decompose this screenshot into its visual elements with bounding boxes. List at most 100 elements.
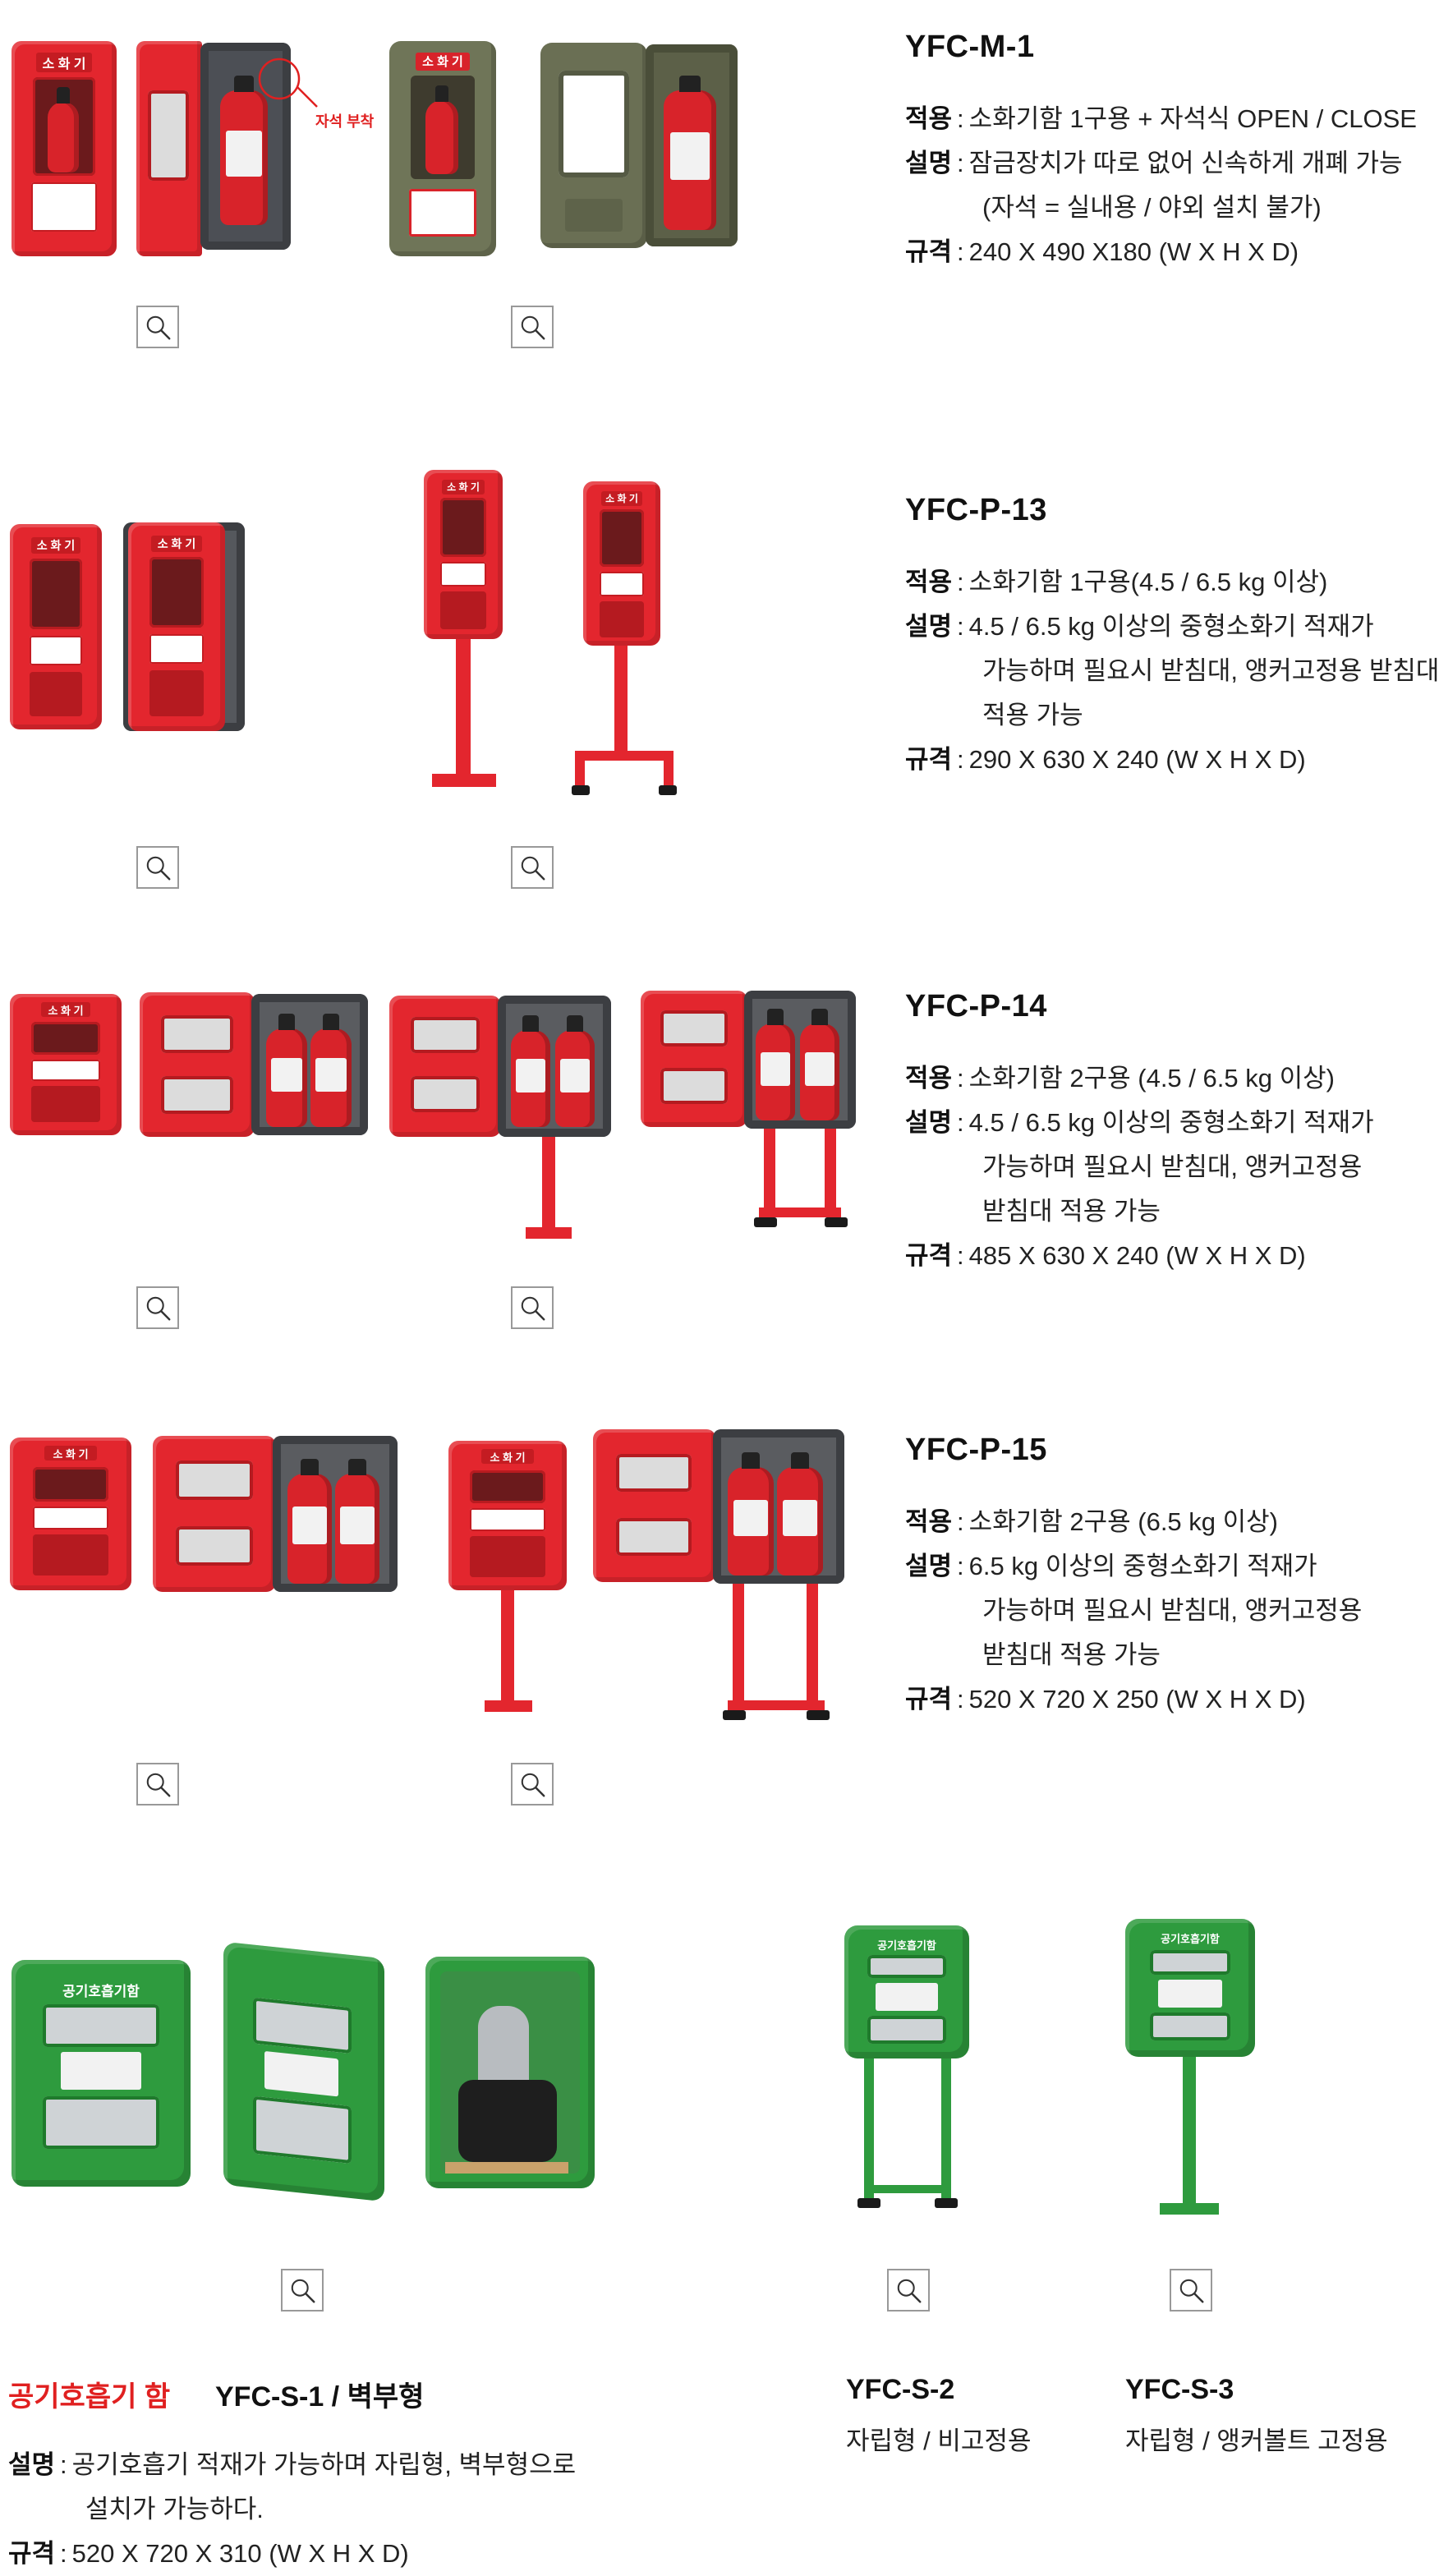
zoom-button[interactable] [887, 2269, 930, 2312]
red-cabinet-angled-image: 소 화 기 [128, 522, 225, 731]
desc-line: 가능하며 필요시 받침대, 앵커고정용 받침대 [982, 656, 1439, 685]
s3-subtitle: 자립형 / 앵커볼트 고정용 [1125, 2426, 1388, 2455]
desc-label: 설명 [905, 612, 953, 641]
olive-cabinet-closed-image: 소 화 기 [389, 41, 496, 256]
magnifier-icon [519, 314, 547, 342]
spec-label: 규격 [905, 1685, 953, 1714]
red-double-cabinet-stand-door-image [593, 1429, 716, 1582]
zoom-button[interactable] [1170, 2269, 1212, 2312]
olive-cabinet-door-image [540, 43, 647, 248]
s1-title: YFC-S-1 / 벽부형 [215, 2381, 425, 2413]
apply-label: 적용 [905, 104, 953, 133]
product-spec: 적용:소화기함 1구용 + 자석식 OPEN / CLOSE 설명:잠금장치가 … [905, 97, 1417, 274]
desc-line: 6.5 kg 이상의 중형소화기 적재가 [968, 1552, 1317, 1580]
desc-line: 공기호흡기 적재가 가능하며 자립형, 벽부형으로 [71, 2450, 577, 2479]
air-category-title: 공기호흡기 함 [8, 2381, 171, 2413]
air-cabinet-tag: 공기호흡기함 [62, 1984, 140, 1999]
zoom-button[interactable] [136, 1763, 179, 1806]
product-spec: 적용:소화기함 1구용(4.5 / 6.5 kg 이상) 설명:4.5 / 6.… [905, 560, 1439, 782]
zoom-button[interactable] [511, 1286, 554, 1329]
zoom-button[interactable] [511, 1763, 554, 1806]
magnet-callout-circle [258, 58, 318, 108]
zoom-button[interactable] [511, 846, 554, 889]
desc-line: 받침대 적용 가능 [982, 1640, 1161, 1669]
extinguisher-image [664, 76, 716, 230]
apply-value: 소화기함 2구용 (6.5 kg 이상) [968, 1507, 1279, 1536]
green-cabinet-open-image [425, 1957, 595, 2188]
spec-value: 520 X 720 X 250 (W X H X D) [968, 1685, 1306, 1714]
magnifier-icon [145, 854, 172, 882]
cabinet-tag: 소 화 기 [41, 1002, 90, 1017]
product-spec: 적용:소화기함 2구용 (6.5 kg 이상) 설명:6.5 kg 이상의 중형… [905, 1500, 1362, 1722]
zoom-button[interactable] [136, 846, 179, 889]
zoom-button[interactable] [511, 306, 554, 348]
apply-label: 적용 [905, 568, 953, 596]
magnifier-icon [145, 1295, 172, 1322]
red-cabinet-front-image: 소 화 기 [10, 524, 102, 729]
desc-line: 4.5 / 6.5 kg 이상의 중형소화기 적재가 [968, 1108, 1374, 1137]
red-double-cabinet-stand-door-image [389, 996, 501, 1137]
air-cabinet-tag: 공기호흡기함 [1161, 1933, 1220, 1945]
apply-value: 소화기함 1구용 + 자석식 OPEN / CLOSE [968, 104, 1417, 133]
apply-value: 소화기함 1구용(4.5 / 6.5 kg 이상) [968, 568, 1328, 596]
extinguisher-image [220, 76, 268, 225]
red-cabinet-closed-image: 소 화 기 [11, 41, 117, 256]
spec-value: 485 X 630 X 240 (W X H X D) [968, 1241, 1306, 1270]
s2-title: YFC-S-2 [846, 2374, 955, 2405]
product-model: YFC-P-15 [905, 1433, 1047, 1467]
zoom-button[interactable] [136, 306, 179, 348]
product-spec: 적용:소화기함 2구용 (4.5 / 6.5 kg 이상) 설명:4.5 / 6… [905, 1056, 1374, 1278]
red-double-cabinet-stand-door-image [641, 991, 747, 1127]
cabinet-tag: 소 화 기 [151, 536, 202, 552]
desc-line: (자석 = 실내용 / 야외 설치 불가) [982, 193, 1322, 222]
spec-label: 규격 [905, 237, 953, 266]
cabinet-tag: 소 화 기 [442, 480, 485, 494]
red-cabinet-stand-image: 소 화 기 [424, 470, 503, 639]
cabinet-tag: 소 화 기 [601, 491, 642, 506]
product-model: YFC-P-14 [905, 989, 1047, 1024]
desc-line: 가능하며 필요시 받침대, 앵커고정용 [982, 1596, 1363, 1625]
magnifier-icon [519, 1771, 547, 1799]
magnifier-icon [145, 1771, 172, 1799]
green-cabinet-angled-image [223, 1941, 384, 2202]
red-double-cabinet-door-image [153, 1436, 276, 1592]
spec-label: 규격 [905, 1241, 953, 1270]
red-double-cabinet-stand-image: 소 화 기 [448, 1441, 567, 1590]
magnifier-icon [895, 2277, 923, 2305]
desc-line: 잠금장치가 따로 없어 신속하게 개폐 가능 [968, 149, 1403, 177]
apply-label: 적용 [905, 1064, 953, 1092]
desc-label: 설명 [8, 2450, 56, 2479]
desc-line: 적용 가능 [982, 701, 1083, 729]
spec-value: 520 X 720 X 310 (W X H X D) [71, 2539, 409, 2568]
green-cabinet-front-image: 공기호흡기함 [11, 1960, 191, 2187]
spec-label: 규격 [8, 2539, 56, 2568]
red-double-cabinet-closed-image: 소 화 기 [10, 994, 122, 1135]
red-cabinet-door-image [136, 41, 202, 256]
zoom-button[interactable] [281, 2269, 324, 2312]
red-double-cabinet-closed-image: 소 화 기 [10, 1438, 131, 1590]
spec-label: 규격 [905, 745, 953, 774]
green-cabinet-stand-image: 공기호흡기함 [844, 1925, 969, 2058]
cabinet-tag: 소 화 기 [416, 53, 470, 71]
spec-value: 240 X 490 X180 (W X H X D) [968, 237, 1299, 266]
magnifier-icon [519, 854, 547, 882]
desc-line: 설치가 가능하다. [85, 2495, 264, 2523]
desc-line: 가능하며 필요시 받침대, 앵커고정용 [982, 1152, 1363, 1181]
cabinet-tag: 소 화 기 [36, 53, 92, 72]
magnifier-icon [519, 1295, 547, 1322]
product-model: YFC-M-1 [905, 30, 1035, 64]
zoom-button[interactable] [136, 1286, 179, 1329]
product-model: YFC-P-13 [905, 493, 1047, 527]
magnifier-icon [289, 2277, 317, 2305]
red-cabinet-stand-image: 소 화 기 [583, 481, 660, 646]
desc-line: 4.5 / 6.5 kg 이상의 중형소화기 적재가 [968, 612, 1374, 641]
air-cabinet-tag: 공기호흡기함 [877, 1939, 936, 1952]
cabinet-tag: 소 화 기 [481, 1449, 534, 1464]
red-double-cabinet-door-image [140, 992, 255, 1137]
green-cabinet-pole-image: 공기호흡기함 [1125, 1919, 1255, 2057]
s2-subtitle: 자립형 / 비고정용 [846, 2426, 1032, 2455]
s1-spec: 설명:공기호흡기 적재가 가능하며 자립형, 벽부형으로 설치가 가능하다. 규… [8, 2443, 576, 2576]
desc-label: 설명 [905, 149, 953, 177]
desc-line: 받침대 적용 가능 [982, 1197, 1161, 1226]
desc-label: 설명 [905, 1552, 953, 1580]
